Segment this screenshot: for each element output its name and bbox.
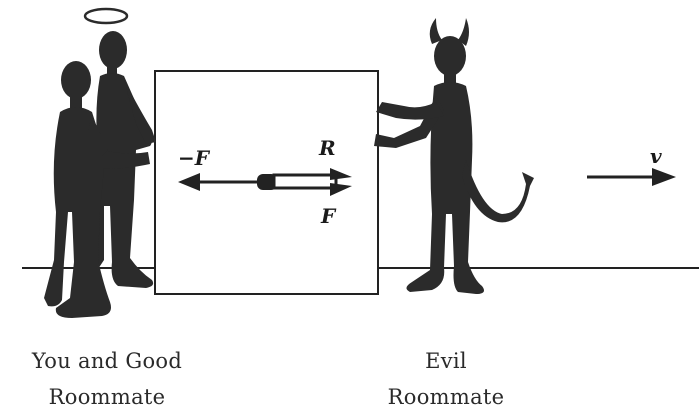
halo-icon	[83, 7, 129, 25]
evil-roommate-figure	[374, 18, 534, 294]
velocity-arrowhead	[652, 168, 676, 186]
you-figure	[44, 61, 150, 318]
horn-right-icon	[458, 18, 469, 46]
devil-tail	[462, 160, 534, 223]
v-label: v	[650, 144, 662, 168]
right-caption: Evil Roommate	[360, 343, 532, 415]
r-f-arrowhead-top	[330, 168, 352, 180]
f-label: F	[320, 204, 337, 228]
r-f-arrowhead-bottom	[330, 183, 352, 196]
neg-f-label: −F	[178, 146, 211, 170]
left-caption: You and Good Roommate	[4, 343, 210, 415]
good-roommate-figure	[83, 7, 156, 288]
horn-left-icon	[429, 18, 442, 44]
right-caption-line1: Evil	[425, 349, 467, 373]
left-caption-line2: Roommate	[48, 385, 166, 409]
contact-point-block	[257, 174, 277, 190]
r-f-double-arrow-shaft	[272, 173, 338, 190]
right-caption-line2: Roommate	[387, 385, 505, 409]
neg-f-arrowhead	[178, 173, 200, 191]
force-arrows	[178, 168, 352, 196]
r-label: R	[318, 136, 336, 160]
left-caption-line1: You and Good	[31, 349, 183, 373]
